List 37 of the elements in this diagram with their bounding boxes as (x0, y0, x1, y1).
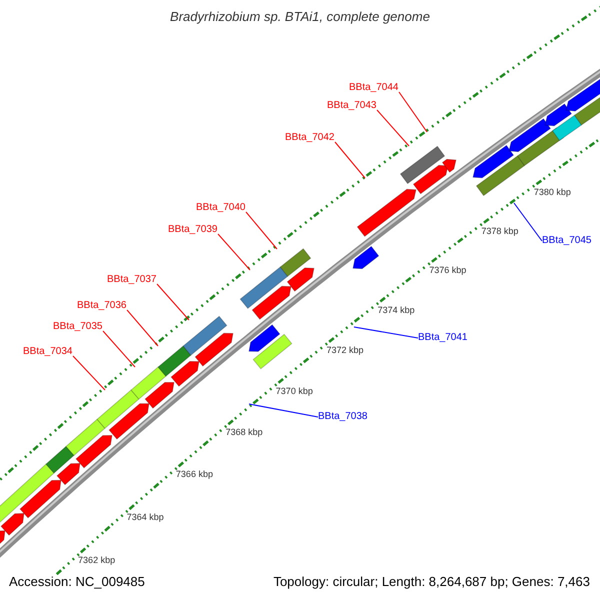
gene-label: BBta_7042 (285, 132, 334, 144)
scale-label: 7366 kbp (176, 469, 213, 480)
footer-text: Accession: NC_009485 (9, 574, 145, 590)
gene-label: BBta_7040 (196, 202, 246, 214)
leader-line (102, 330, 136, 368)
gene-label: BBta_7037 (107, 274, 156, 286)
gene-label: BBta_7035 (53, 321, 102, 333)
leader-line (218, 234, 250, 270)
gene-label: BBta_7044 (349, 82, 398, 94)
title: Bradyrhizobium sp. BTAi1, complete genome (169, 9, 431, 25)
scale-label: 7374 kbp (378, 304, 415, 316)
leader-line (398, 92, 428, 132)
scale-label: 7372 kbp (326, 344, 364, 356)
leader-line (246, 212, 278, 250)
gene-label: BBta_7036 (77, 300, 126, 312)
gene-label: BBta_7034 (23, 346, 72, 358)
leader-line (376, 110, 410, 146)
scale-label: 7362 kbp (78, 555, 116, 566)
footer-text: Topology: circular; Length: 8,264,687 bp; Genes: 7,463 (273, 574, 590, 590)
leader-line (156, 284, 190, 320)
scale-label: 7380 kbp (534, 187, 571, 198)
scale-label: 7364 kbp (126, 512, 164, 524)
scale-label: 7370 kbp (276, 386, 313, 397)
scale-label: 7376 kbp (429, 264, 466, 276)
gene-label: BBta_7045 (542, 235, 592, 247)
gene-label: BBta_7041 (418, 332, 468, 344)
leader-line (354, 326, 418, 338)
leader-line (126, 310, 158, 346)
leader-line (514, 202, 542, 242)
scale-label: 7368 kbp (226, 427, 263, 438)
gene-label: BBta_7039 (168, 224, 218, 236)
gene-label: BBta_7043 (327, 100, 376, 112)
leader-line (72, 356, 106, 390)
gene-label: BBta_7038 (318, 411, 368, 423)
leader-line (248, 404, 318, 418)
scale-label: 7378 kbp (481, 226, 518, 237)
leader-line (334, 142, 366, 178)
